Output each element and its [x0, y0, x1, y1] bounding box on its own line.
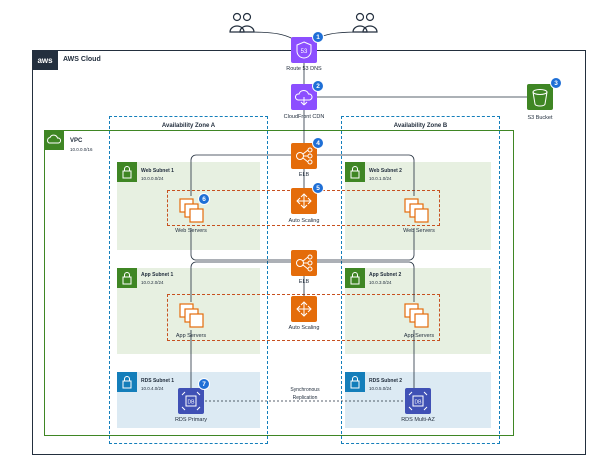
rds-subnet-2-cidr: 10.0.5.0/24 — [369, 386, 392, 391]
route53-label: Route 53 DNS — [286, 66, 322, 72]
auto-scaling-app-label: Auto Scaling — [288, 325, 320, 331]
users-icon — [227, 10, 257, 34]
elb-icon — [291, 143, 317, 169]
rds-subnet-1-cidr: 10.0.4.0/24 — [141, 386, 164, 391]
availability-zone-b — [341, 116, 500, 444]
ec2-instances-icon — [403, 302, 431, 330]
step-badge: 2 — [312, 80, 324, 92]
elb-web-label: ELB — [298, 172, 310, 178]
web-servers-a-label: Web Servers — [175, 228, 207, 234]
rds-primary-label: RDS Primary — [174, 417, 208, 423]
web-servers-b-label: Web Servers — [403, 228, 435, 234]
step-badge: 5 — [312, 182, 324, 194]
step-badge: 6 — [198, 193, 210, 205]
app-servers-a-label: App Servers — [175, 333, 207, 339]
aws-logo: aws — [32, 50, 58, 70]
cloudfront-label: CloudFront CDN — [283, 114, 325, 120]
app-subnet-1-name: App Subnet 1 — [141, 272, 174, 278]
lock-icon — [117, 268, 137, 288]
lock-icon — [345, 372, 365, 392]
elb-icon — [291, 250, 317, 276]
svg-text:53: 53 — [301, 49, 308, 55]
web-subnet-2-name: Web Subnet 2 — [369, 168, 402, 174]
svg-text:DB: DB — [415, 400, 423, 406]
lock-icon — [345, 268, 365, 288]
s3-bucket-icon — [527, 84, 553, 110]
app-servers-b-label: App Servers — [403, 333, 435, 339]
auto-scaling-icon — [291, 188, 317, 214]
lock-icon — [345, 162, 365, 182]
step-badge: 1 — [312, 31, 324, 43]
step-badge: 7 — [198, 378, 210, 390]
web-subnet-2-cidr: 10.0.1.0/24 — [369, 176, 392, 181]
app-subnet-1-cidr: 10.0.2.0/24 — [141, 280, 164, 285]
app-subnet-2-cidr: 10.0.3.0/24 — [369, 280, 392, 285]
vpc-cloud-icon — [44, 130, 64, 150]
web-b-to-app-elb-edge — [317, 228, 415, 261]
step-badge: 3 — [550, 77, 562, 89]
elb-app-label: ELB — [298, 279, 310, 285]
rds-instance-icon: DB — [405, 388, 431, 414]
s3-bucket-label: S3 Bucket — [527, 115, 553, 121]
availability-zone-a-label: Availability Zone A — [161, 123, 216, 129]
web-subnet-1-name: Web Subnet 1 — [141, 168, 174, 174]
app-elb-to-app-a-edge — [190, 261, 291, 302]
elb-to-web-a-edge — [190, 154, 291, 196]
replication-label-line2: Replication — [292, 395, 318, 401]
lock-icon — [117, 162, 137, 182]
ec2-instances-icon — [403, 197, 431, 225]
app-elb-to-app-b-edge — [317, 261, 415, 302]
rds-multi-az-label: RDS Multi-AZ — [401, 417, 435, 423]
aws-cloud-label: AWS Cloud — [63, 56, 101, 63]
auto-scaling-web-label: Auto Scaling — [288, 218, 320, 224]
availability-zone-a — [109, 116, 268, 444]
rds-instance-icon: DB — [178, 388, 204, 414]
vpc-label: VPC — [70, 138, 83, 144]
replication-label-line1: Synchronous — [290, 387, 320, 393]
svg-text:DB: DB — [188, 400, 196, 406]
users-icon — [350, 10, 380, 34]
rds-subnet-2-name: RDS Subnet 2 — [369, 378, 403, 384]
lock-icon — [117, 372, 137, 392]
rds-subnet-1-name: RDS Subnet 1 — [141, 378, 175, 384]
ec2-instances-icon — [178, 197, 206, 225]
auto-scaling-icon — [291, 296, 317, 322]
web-a-to-app-elb-edge — [190, 228, 291, 261]
app-subnet-2-name: App Subnet 2 — [369, 272, 402, 278]
elb-to-web-b-edge — [317, 154, 415, 196]
web-subnet-1-cidr: 10.0.0.0/24 — [141, 176, 164, 181]
ec2-instances-icon — [178, 302, 206, 330]
availability-zone-b-label: Availability Zone B — [393, 123, 448, 129]
vpc-cidr: 10.0.0.0/16 — [70, 147, 93, 152]
app-auto-scaling-group — [167, 294, 440, 341]
route53-icon: 53 — [291, 37, 317, 63]
step-badge: 4 — [312, 137, 324, 149]
